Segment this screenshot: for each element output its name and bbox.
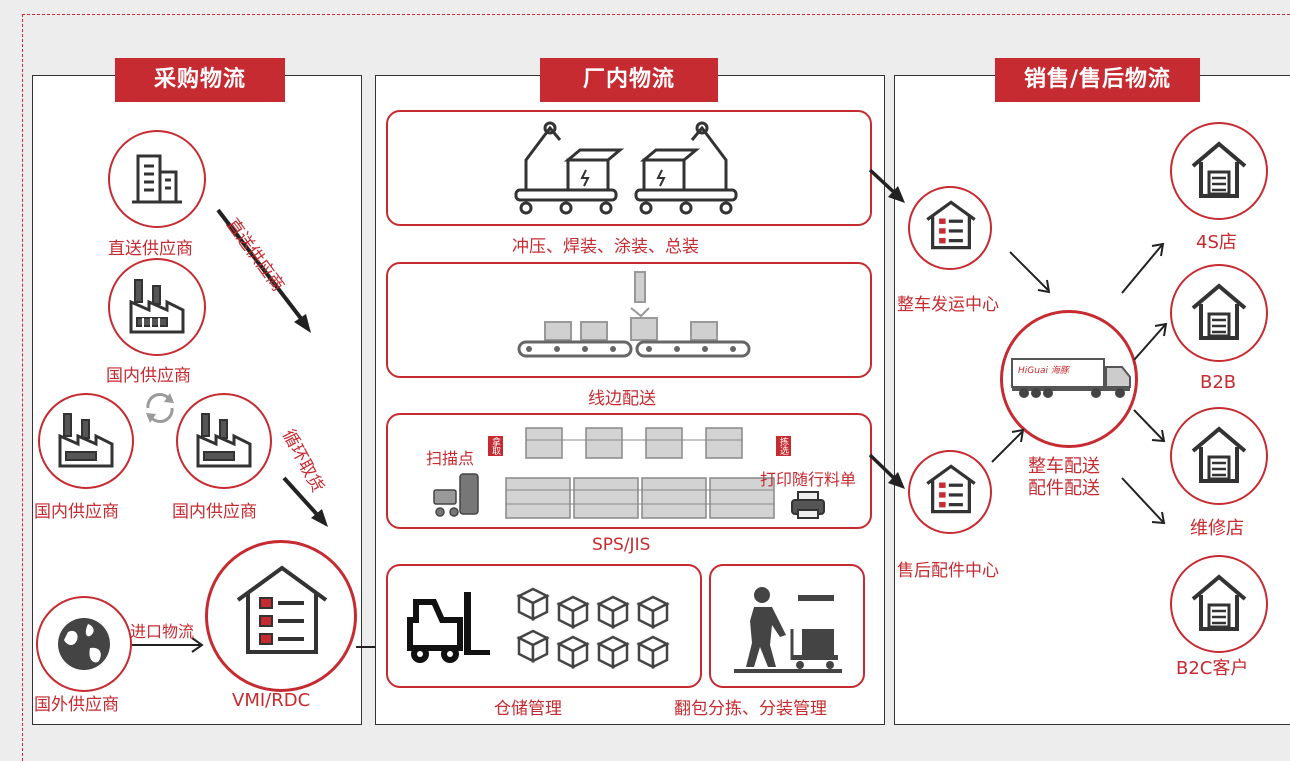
pick-tag-right: 拣选	[776, 436, 791, 456]
dest-b2c-label: B2C客户	[1176, 658, 1249, 679]
stamping-label: 冲压、焊装、涂装、总装	[512, 237, 699, 257]
warehouse-icon	[926, 200, 976, 250]
dashed-border-top	[22, 14, 1290, 15]
print-sheet-label: 打印随行料单	[760, 470, 857, 489]
domestic-supplier-label-2: 国内供应商	[34, 502, 119, 522]
vmi-rdc-label: VMI/RDC	[232, 690, 311, 711]
sales-header: 销售/售后物流	[995, 58, 1200, 102]
robot-arm-icon	[514, 121, 738, 215]
domestic-supplier-label-3: 国内供应商	[172, 502, 257, 522]
foreign-supplier-label: 国外供应商	[34, 695, 119, 715]
dest-repair-label: 维修店	[1190, 518, 1244, 539]
in-plant-header: 厂内物流	[540, 58, 718, 102]
import-label: 进口物流	[130, 622, 195, 641]
parts-center-label: 售后配件中心	[897, 561, 999, 581]
line-side-box	[386, 262, 872, 378]
domestic-supplier-label-1: 国内供应商	[106, 366, 191, 386]
shelf-icon	[505, 427, 775, 519]
dest-4s-label: 4S店	[1196, 232, 1237, 253]
pick-tag-left: 拿取	[488, 436, 503, 456]
delivery-label-line1: 整车配送	[1028, 456, 1100, 477]
factory-icon	[58, 413, 114, 468]
forklift-icon	[407, 592, 490, 663]
boxes-icon	[516, 587, 670, 670]
house-icon	[1191, 574, 1247, 631]
direct-supplier-node	[108, 130, 206, 228]
line-side-label: 线边配送	[588, 389, 656, 409]
dest-b2b-label: B2B	[1200, 372, 1237, 393]
stamping-box	[386, 110, 872, 226]
vehicle-center-node	[908, 186, 992, 270]
sps-jis-label: SPS/JIS	[592, 535, 651, 555]
factory-icon	[196, 413, 252, 468]
warehouse-icon	[926, 464, 976, 514]
building-icon	[132, 154, 182, 204]
vehicle-center-label: 整车发运中心	[897, 295, 999, 315]
repack-label: 翻包分拣、分装管理	[674, 699, 827, 719]
scan-point-label: 扫描点	[426, 449, 475, 468]
worker-cart-icon	[734, 587, 842, 673]
scanner-icon	[433, 473, 479, 517]
house-icon	[1191, 141, 1247, 198]
globe-icon	[58, 618, 110, 670]
recycle-icon	[146, 393, 174, 423]
house-icon	[1191, 426, 1247, 483]
warehouse-label: 仓储管理	[494, 699, 562, 719]
delivery-label-line2: 配件配送	[1028, 478, 1100, 499]
printer-icon	[791, 491, 825, 519]
factory-icon	[129, 279, 185, 334]
conveyor-icon	[517, 271, 751, 358]
direct-supplier-label: 直送供应商	[108, 239, 193, 259]
procurement-header: 采购物流	[115, 58, 285, 102]
truck-brand: HiGuai 海豚	[1018, 366, 1069, 376]
warehouse-icon	[236, 565, 328, 654]
repack-box	[709, 564, 865, 688]
dashed-border-left	[22, 14, 23, 761]
house-icon	[1191, 283, 1247, 340]
parts-center-node	[908, 450, 992, 534]
truck-icon	[1011, 358, 1131, 398]
vmi-rdc-node	[205, 540, 357, 692]
